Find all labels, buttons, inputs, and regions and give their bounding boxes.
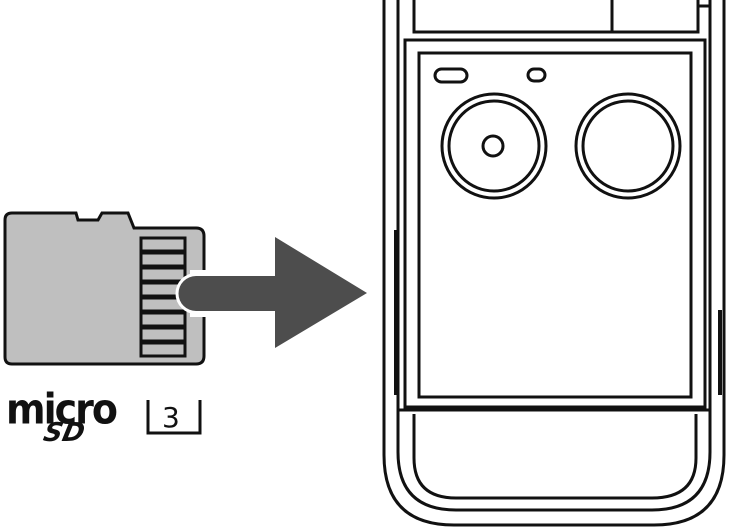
- indicator-slot-right: [526, 67, 547, 83]
- microsd-card-icon: [3, 211, 206, 366]
- device-front-icon: [382, 0, 726, 527]
- button-left-inner: [447, 99, 541, 193]
- device-outer-shell: [382, 0, 726, 527]
- insert-arrow-icon: [175, 231, 373, 354]
- top-clip: [412, 0, 700, 34]
- speed-class-bracket: [146, 400, 202, 435]
- logo-brand-bottom: SD: [41, 418, 88, 448]
- bottom-cap: [412, 414, 698, 500]
- button-left-outer: [440, 92, 548, 200]
- arrow-shape: [175, 231, 373, 354]
- button-left-dot: [481, 134, 505, 158]
- contact-pin: [139, 326, 187, 343]
- front-panel: [403, 38, 707, 409]
- contact-pin: [139, 311, 187, 328]
- microsd-logo: micro SD 3: [6, 386, 202, 448]
- button-right-outer: [574, 92, 682, 200]
- speed-class-label: 3: [162, 401, 180, 434]
- contact-pin: [139, 341, 187, 358]
- contact-pin: [139, 266, 187, 283]
- contact-pin: [139, 251, 187, 268]
- device-inner-shell: [396, 0, 712, 512]
- front-panel-inset: [417, 51, 693, 399]
- indicator-slot-left: [433, 67, 469, 84]
- contact-pin: [139, 236, 187, 253]
- button-right-inner: [581, 99, 675, 193]
- logo-brand-top: micro: [6, 386, 117, 434]
